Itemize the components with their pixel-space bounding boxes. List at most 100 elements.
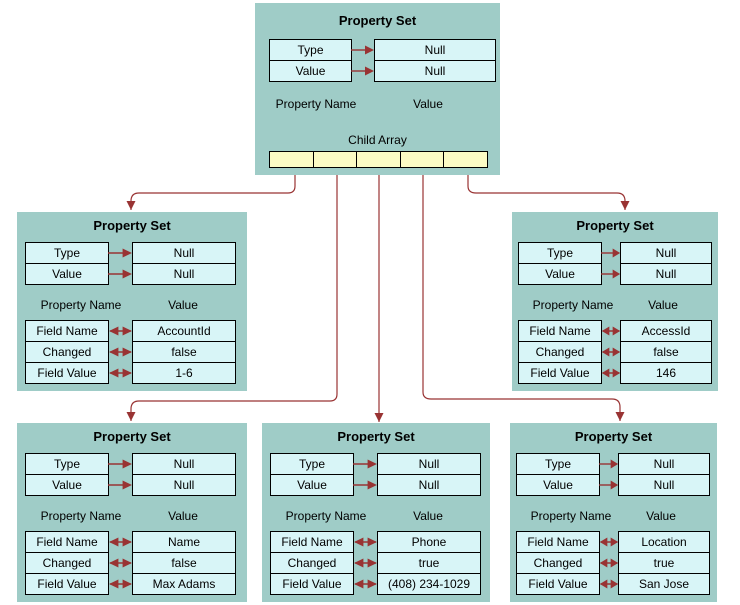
- field-value-cell: (408) 234-1029: [377, 573, 481, 595]
- double-arrow-icon: [354, 573, 377, 595]
- type-value-cell: Null: [132, 453, 236, 475]
- table-row: Value Null: [518, 263, 712, 285]
- value-label-cell: Value: [518, 263, 602, 285]
- table-row: Type Null: [518, 242, 712, 264]
- double-arrow-icon: [109, 552, 132, 574]
- fields-table: Field Name AccessId Changed false Field …: [518, 320, 712, 384]
- value-value-cell: Null: [618, 474, 710, 496]
- table-row: Type Null: [25, 453, 236, 475]
- type-label-cell: Type: [25, 242, 109, 264]
- value-label-cell: Value: [25, 263, 109, 285]
- table-row: Field Value (408) 234-1029: [270, 573, 481, 595]
- type-value-table: Type Null Value Null: [270, 453, 481, 496]
- child-array-slot: [269, 151, 314, 168]
- arrow-right-icon: [353, 474, 377, 496]
- box-title: Property Set: [93, 218, 171, 233]
- arrow-right-icon: [108, 474, 132, 496]
- property-set-name-box: Property Set Type Null Value Null Proper…: [17, 423, 247, 602]
- field-name-cell: Changed: [516, 552, 600, 574]
- value-header: Value: [168, 509, 198, 523]
- field-value-cell: San Jose: [618, 573, 710, 595]
- type-label-cell: Type: [25, 453, 109, 475]
- field-value-cell: 1-6: [132, 362, 236, 384]
- table-row: Type Null: [270, 453, 481, 475]
- field-name-cell: Field Name: [516, 531, 600, 553]
- table-row: Type Null: [25, 242, 236, 264]
- value-label-cell: Value: [270, 474, 354, 496]
- table-row: Type Null: [516, 453, 710, 475]
- field-value-cell: false: [132, 552, 236, 574]
- type-label-cell: Type: [270, 453, 354, 475]
- property-name-header: Property Name: [532, 298, 614, 312]
- property-set-accessid-box: Property Set Type Null Value Null Proper…: [512, 212, 718, 391]
- fields-table: Field Name Name Changed false Field Valu…: [25, 531, 236, 595]
- field-name-cell: Field Name: [518, 320, 602, 342]
- type-value-cell: Null: [377, 453, 481, 475]
- value-header: Value: [646, 509, 676, 523]
- double-arrow-icon: [601, 362, 621, 384]
- child-array-slot: [312, 151, 358, 168]
- child-array-slot: [356, 151, 401, 168]
- field-name-cell: Field Name: [25, 531, 109, 553]
- field-name-cell: Field Value: [25, 573, 109, 595]
- double-arrow-icon: [599, 552, 619, 574]
- arrow-right-icon: [599, 474, 619, 496]
- type-value-cell: Null: [374, 39, 496, 61]
- table-row: Field Name Name: [25, 531, 236, 553]
- type-label-cell: Type: [269, 39, 352, 61]
- type-value-cell: Null: [620, 242, 712, 264]
- child-array: [269, 151, 488, 168]
- arrow-right-icon: [108, 263, 132, 285]
- type-value-table: Type Null Value Null: [516, 453, 710, 496]
- field-name-cell: Field Value: [25, 362, 109, 384]
- table-row: Changed false: [25, 341, 236, 363]
- double-arrow-icon: [601, 341, 621, 363]
- field-name-cell: Changed: [270, 552, 354, 574]
- table-row: Value Null: [25, 263, 236, 285]
- double-arrow-icon: [109, 341, 132, 363]
- table-row: Changed true: [516, 552, 710, 574]
- field-value-cell: Phone: [377, 531, 481, 553]
- arrow-right-icon: [351, 60, 374, 82]
- value-value-cell: Null: [374, 60, 496, 82]
- double-arrow-icon: [601, 320, 621, 342]
- type-label-cell: Type: [516, 453, 600, 475]
- box-title: Property Set: [574, 429, 653, 444]
- table-row: Field Value 146: [518, 362, 712, 384]
- type-value-cell: Null: [618, 453, 710, 475]
- arrow-right-icon: [599, 453, 619, 475]
- property-name-header: Property Name: [530, 509, 612, 523]
- field-name-cell: Field Value: [518, 362, 602, 384]
- fields-table: Field Name Phone Changed true Field Valu…: [270, 531, 481, 595]
- field-name-cell: Field Value: [516, 573, 600, 595]
- table-row: Field Name AccountId: [25, 320, 236, 342]
- property-set-accountid-box: Property Set Type Null Value Null Proper…: [17, 212, 247, 391]
- field-value-cell: AccessId: [620, 320, 712, 342]
- double-arrow-icon: [109, 531, 132, 553]
- property-set-root-box: Property Set Type Null Value Null Proper…: [255, 3, 500, 175]
- table-row: Field Name Phone: [270, 531, 481, 553]
- table-row: Changed false: [25, 552, 236, 574]
- property-name-header: Property Name: [285, 509, 367, 523]
- property-set-phone-box: Property Set Type Null Value Null Proper…: [262, 423, 490, 602]
- value-header: Value: [648, 298, 678, 312]
- table-row: Field Value Max Adams: [25, 573, 236, 595]
- field-value-cell: Location: [618, 531, 710, 553]
- value-header: Value: [413, 509, 443, 523]
- value-header: Value: [413, 97, 443, 111]
- type-value-table: Type Null Value Null: [25, 453, 236, 496]
- field-value-cell: Name: [132, 531, 236, 553]
- box-title: Property Set: [337, 429, 415, 444]
- value-value-cell: Null: [132, 263, 236, 285]
- table-row: Value Null: [269, 60, 496, 82]
- fields-table: Field Name Location Changed true Field V…: [516, 531, 710, 595]
- arrow-right-icon: [353, 453, 377, 475]
- type-value-table: Type Null Value Null: [25, 242, 236, 285]
- table-row: Field Value 1-6: [25, 362, 236, 384]
- fields-table: Field Name AccountId Changed false Field…: [25, 320, 236, 384]
- table-row: Changed true: [270, 552, 481, 574]
- table-row: Type Null: [269, 39, 496, 61]
- arrow-right-icon: [601, 242, 621, 264]
- type-value-table: Type Null Value Null: [269, 39, 496, 82]
- table-row: Value Null: [270, 474, 481, 496]
